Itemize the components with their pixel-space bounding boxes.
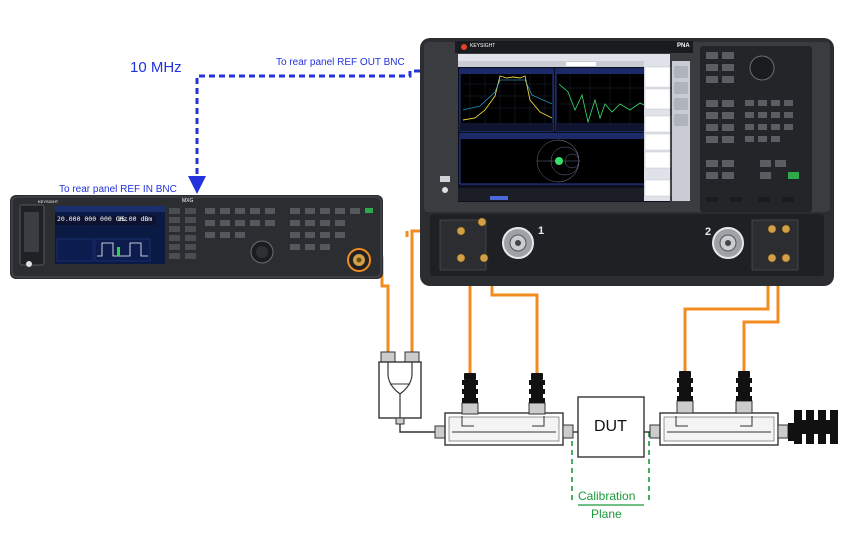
arrow-down-icon [188,176,206,194]
directional-coupler-1 [444,402,578,446]
port-2-label: 2 [705,226,712,238]
power-button [26,261,32,267]
ref-in-label: To rear panel REF IN BNC [59,184,177,195]
attenuator-pads-1 [462,373,545,403]
ref-out-label: To rear panel REF OUT BNC [276,57,405,68]
smith-chart [536,139,580,183]
reference-frequency-label: 10 MHz [130,59,182,76]
vna-model: PNA [677,43,690,49]
dut-label: DUT [594,418,627,435]
signal-generator [10,195,383,279]
directional-coupler-2 [644,400,789,446]
calibration-plane-lines [571,432,650,506]
siggen-brand: KEYSIGHT [38,199,59,204]
port-1-label: 1 [538,225,545,237]
siggen-model: MXG [182,198,194,204]
port-2-connector [712,227,744,259]
network-analyzer [420,38,834,286]
vna-knob-icon [749,55,775,81]
calibration-label: Calibration [578,489,636,503]
siggen-frequency-readout: 20.000 000 000 GHz [57,215,128,223]
termination-load [788,410,838,444]
dut-block [577,396,645,458]
siggen-power-readout: 15.00 dBm [117,215,153,223]
plane-label: Plane [591,507,622,521]
port-1-connector [502,227,534,259]
attenuator-pads-2 [677,371,752,401]
vna-brand: KEYSIGHT [470,43,496,49]
reference-signal-line [188,69,430,194]
power-splitter [378,351,446,439]
